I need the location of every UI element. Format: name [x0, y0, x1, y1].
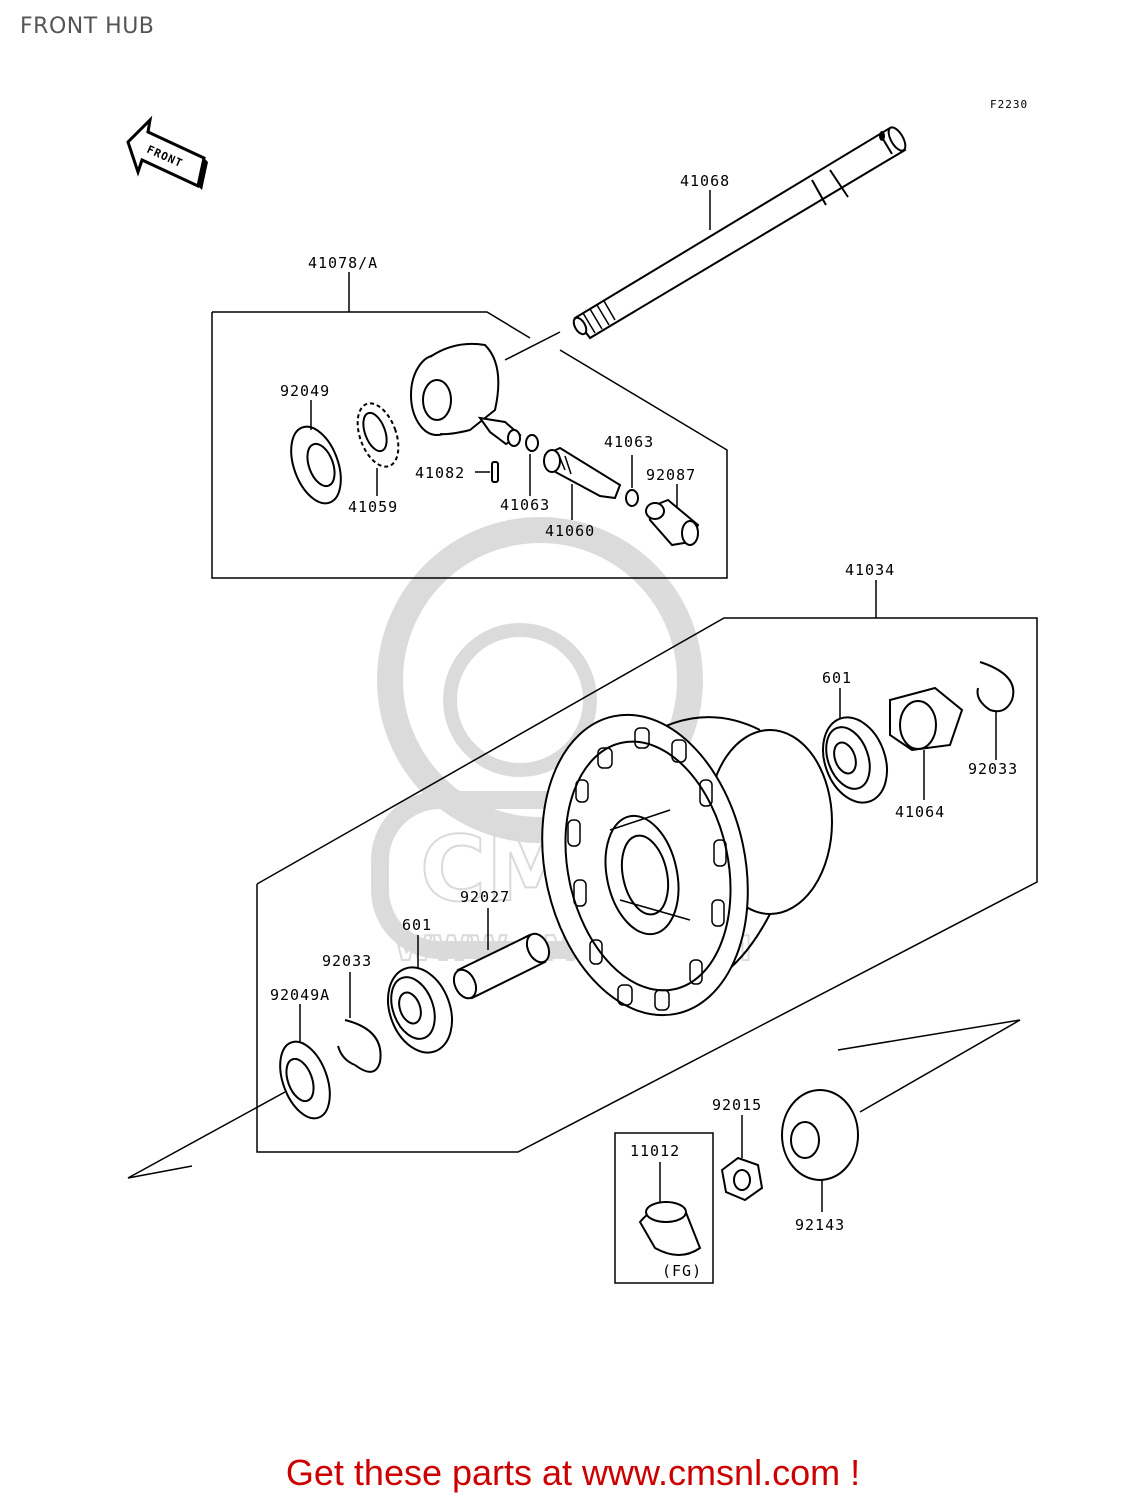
bearing-601-upper: [822, 716, 888, 804]
label-92033a: 92033: [968, 760, 1018, 778]
label-fg: (FG): [662, 1262, 702, 1280]
bearing-601-lower: [387, 966, 453, 1054]
label-41068: 41068: [680, 172, 730, 190]
label-92049: 92049: [280, 382, 330, 400]
circlip-92033-lower: [344, 1019, 382, 1073]
label-601b: 601: [402, 916, 432, 934]
meter-gear-housing: [410, 342, 522, 447]
pin-41082: [475, 461, 499, 483]
label-41063a: 41063: [500, 496, 550, 514]
label-92143: 92143: [795, 1216, 845, 1234]
label-41060: 41060: [545, 522, 595, 540]
wheel-hub-41034: [541, 713, 833, 1017]
label-41034: 41034: [845, 561, 895, 579]
oil-seal-92049a: [279, 1040, 331, 1120]
page-title: FRONT HUB: [20, 14, 155, 39]
spacer-92027: [452, 932, 551, 1000]
footer-link[interactable]: Get these parts at www.cmsnl.com !: [285, 1452, 861, 1493]
axle-part: [572, 126, 907, 340]
label-601a: 601: [822, 669, 852, 687]
meter-gear-41059: [356, 402, 400, 468]
figure-code: F2230: [990, 98, 1028, 111]
label-92049a: 92049A: [270, 986, 330, 1004]
bushing-92087: [645, 498, 700, 547]
label-92015: 92015: [712, 1096, 762, 1114]
front-arrow-icon: FRONT: [126, 115, 208, 190]
label-41063b: 41063: [604, 433, 654, 451]
label-41078a: 41078/A: [308, 254, 378, 272]
label-41059: 41059: [348, 498, 398, 516]
collar-41064: [889, 686, 964, 752]
label-92033b: 92033: [322, 952, 372, 970]
label-41064: 41064: [895, 803, 945, 821]
circlip-92033-upper: [979, 661, 1015, 713]
cap-11012: [638, 1201, 702, 1256]
label-41082: 41082: [415, 464, 465, 482]
washer-41063b: [625, 489, 639, 507]
collar-92143: [781, 1089, 859, 1181]
label-92087: 92087: [646, 466, 696, 484]
pinion-41060: [543, 446, 622, 500]
washer-41063a: [525, 434, 539, 452]
cap-box: [614, 1132, 714, 1284]
label-11012: 11012: [630, 1142, 680, 1160]
label-92027: 92027: [460, 888, 510, 906]
oil-seal-92049: [290, 425, 342, 505]
nut-92015: [720, 1156, 764, 1202]
